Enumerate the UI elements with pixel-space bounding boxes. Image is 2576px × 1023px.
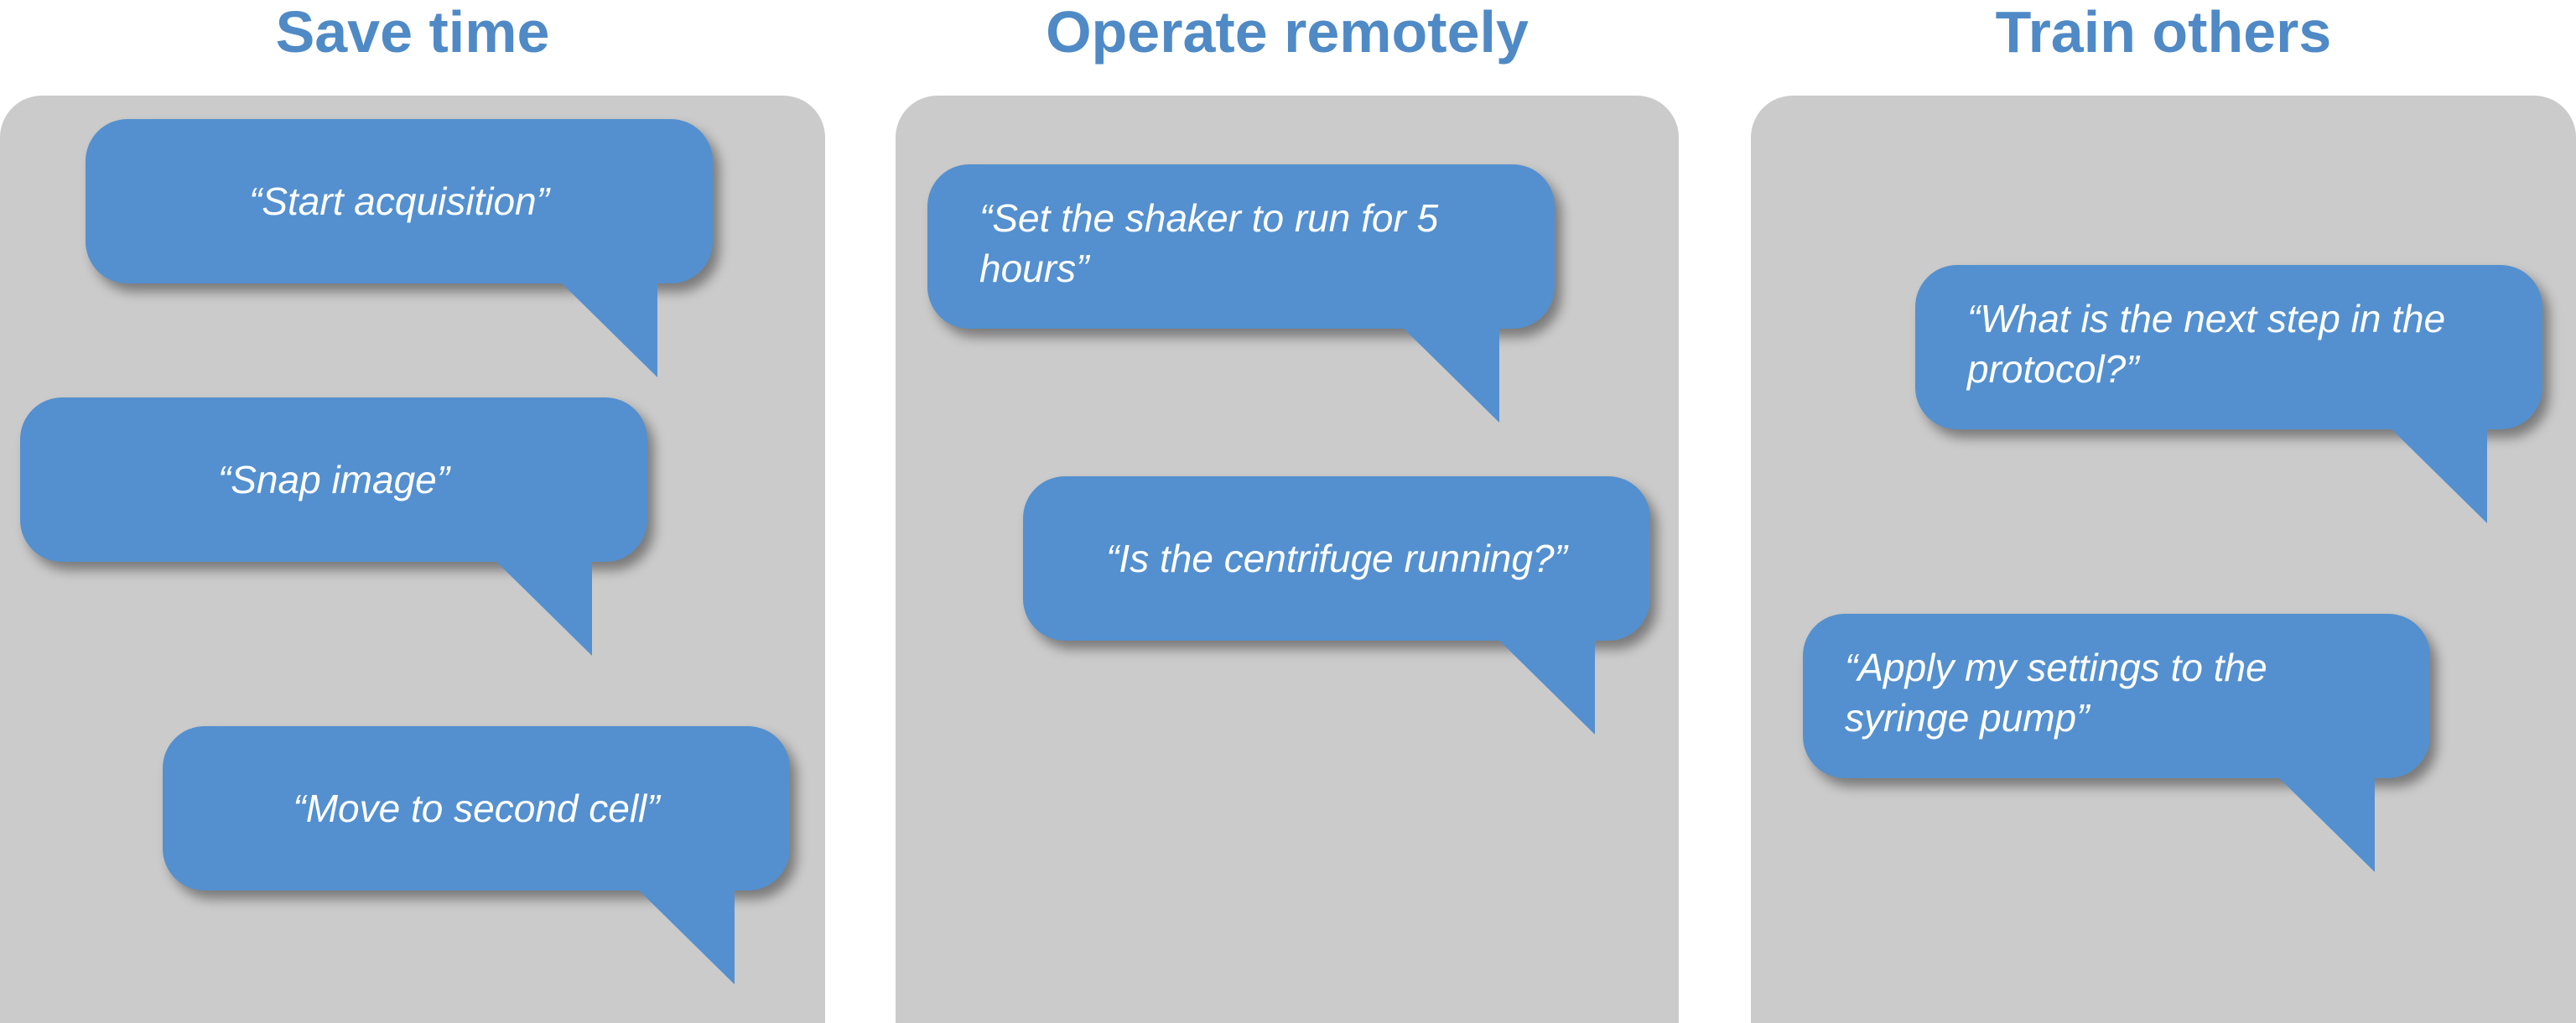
speech-bubble-tail xyxy=(491,557,592,656)
speech-bubble-tail xyxy=(557,278,657,377)
speech-bubble-text-line-1: “Apply my settings to the xyxy=(1845,646,2267,689)
speech-bubble-next-step-protocol: “What is the next step in the protocol?” xyxy=(1915,265,2542,523)
speech-bubble-move-to-second-cell: “Move to second cell” xyxy=(163,726,790,984)
speech-bubble-snap-image: “Snap image” xyxy=(20,397,647,656)
speech-bubble-text: “Is the centrifuge running?” xyxy=(1106,537,1567,580)
column-heading-save-time: Save time xyxy=(275,0,550,65)
panel-operate-remotely: “Set the shaker to run for 5 hours” “Is … xyxy=(896,96,1679,1023)
panel-train-others: “What is the next step in the protocol?”… xyxy=(1751,96,2576,1023)
speech-bubble-text: “Move to second cell” xyxy=(293,787,660,830)
speech-bubble-text-line-2: protocol?” xyxy=(1967,347,2139,391)
panel-save-time: “Start acquisition” “Snap image” “Move t… xyxy=(0,96,825,1023)
speech-bubble-text-line-2: hours” xyxy=(979,247,1089,290)
speech-bubble-text-line-1: “Set the shaker to run for 5 xyxy=(979,196,1439,240)
speech-bubble-text-line-1: “What is the next step in the xyxy=(1967,297,2446,340)
speech-bubble-text: “Start acquisition” xyxy=(249,179,549,223)
speech-bubble-tail xyxy=(1494,636,1595,735)
speech-bubble-tail xyxy=(634,885,735,984)
speech-bubble-tail xyxy=(2274,773,2375,872)
speech-bubble-tail xyxy=(1399,324,1499,423)
speech-bubble-set-shaker: “Set the shaker to run for 5 hours” xyxy=(927,164,1555,423)
column-heading-train-others: Train others xyxy=(1995,0,2332,65)
speech-bubble-start-acquisition: “Start acquisition” xyxy=(86,119,713,377)
speech-bubble-centrifuge-running: “Is the centrifuge running?” xyxy=(1023,476,1650,735)
speech-bubble-tail xyxy=(2386,424,2487,523)
column-heading-operate-remotely: Operate remotely xyxy=(1046,0,1529,65)
speech-bubble-text: “Snap image” xyxy=(217,458,450,501)
speech-bubble-text-line-2: syringe pump” xyxy=(1845,696,2090,740)
speech-bubble-apply-settings: “Apply my settings to the syringe pump” xyxy=(1803,614,2430,872)
